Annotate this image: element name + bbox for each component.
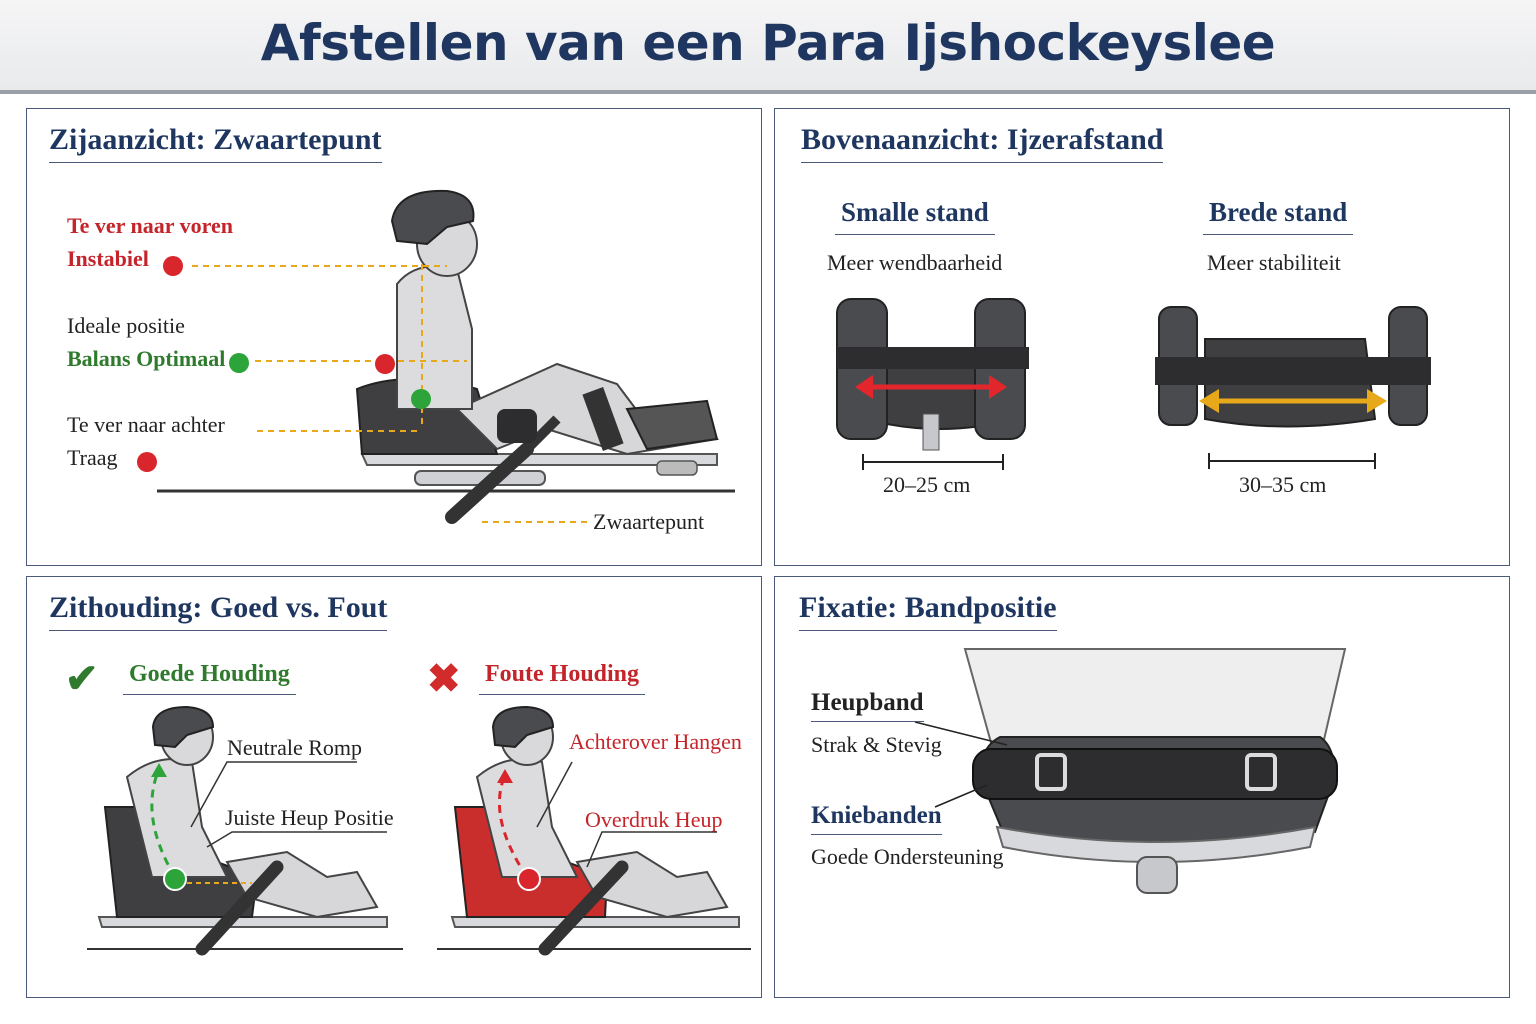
wide-measure: 30–35 cm (1239, 472, 1327, 497)
front-label-2: Instabiel (67, 246, 149, 271)
back-label-1: Te ver naar achter (67, 412, 225, 437)
posture-title: Zithouding: Goed vs. Fout (49, 591, 388, 631)
check-icon: ✔ (65, 657, 99, 701)
bad-title: Foute Houding (479, 661, 646, 695)
header-bar: Afstellen van een Para Ijshockeyslee (0, 0, 1536, 94)
good-title: Goede Houding (123, 661, 296, 695)
cog-label: Zwaartepunt (593, 509, 705, 534)
narrow-title: Smalle stand (835, 197, 995, 235)
narrow-desc: Meer wendbaarheid (827, 250, 1003, 275)
side-view-title: Zijaanzicht: Zwaartepunt (49, 123, 382, 163)
good-posture-figure (87, 705, 403, 956)
wide-title: Brede stand (1203, 197, 1354, 235)
ideal-dot (229, 353, 249, 373)
back-dot (137, 452, 157, 472)
posture-panel: Zithouding: Goed vs. Fout ✔ Goede Houdin… (26, 576, 762, 998)
page-title: Afstellen van een Para Ijshockeyslee (260, 14, 1276, 72)
good-label-hip: Juiste Heup Positie (225, 805, 394, 830)
knee-strap-desc: Goede Ondersteuning (811, 844, 1004, 869)
sled-top-illustration (836, 298, 1431, 470)
hip-strap-title: Heupband (811, 689, 924, 722)
wide-desc: Meer stabiliteit (1207, 250, 1341, 275)
good-label-neutral: Neutrale Romp (227, 735, 363, 760)
fixation-title: Fixatie: Bandpositie (799, 591, 1057, 631)
cross-icon: ✖ (427, 657, 461, 701)
side-view-panel: Zijaanzicht: Zwaartepunt Te ver naar vor… (26, 108, 762, 566)
ideal-label-2: Balans Optimaal (67, 346, 226, 371)
fixation-panel: Fixatie: Bandpositie Heupband Strak & St… (774, 576, 1510, 998)
front-label-1: Te ver naar voren (67, 213, 234, 238)
posture-illustration (87, 705, 751, 956)
narrow-sled (836, 298, 1029, 470)
hip-strap-desc: Strak & Stevig (811, 732, 942, 757)
knee-strap-title: Kniebanden (811, 802, 942, 835)
straps-illustration (914, 648, 1347, 894)
narrow-measure: 20–25 cm (883, 472, 971, 497)
front-dot (163, 256, 183, 276)
ideal-label-1: Ideale positie (67, 313, 185, 338)
top-view-title: Bovenaanzicht: Ijzerafstand (801, 123, 1164, 163)
wide-sled (1155, 306, 1431, 469)
sled-side-illustration (137, 189, 735, 524)
bad-label-lean: Achterover Hangen (569, 729, 742, 754)
bad-posture-figure (437, 705, 751, 956)
back-label-2: Traag (67, 445, 118, 470)
top-view-panel: Bovenaanzicht: Ijzerafstand Smalle stand… (774, 108, 1510, 566)
bad-label-hip: Overdruk Heup (585, 807, 723, 832)
